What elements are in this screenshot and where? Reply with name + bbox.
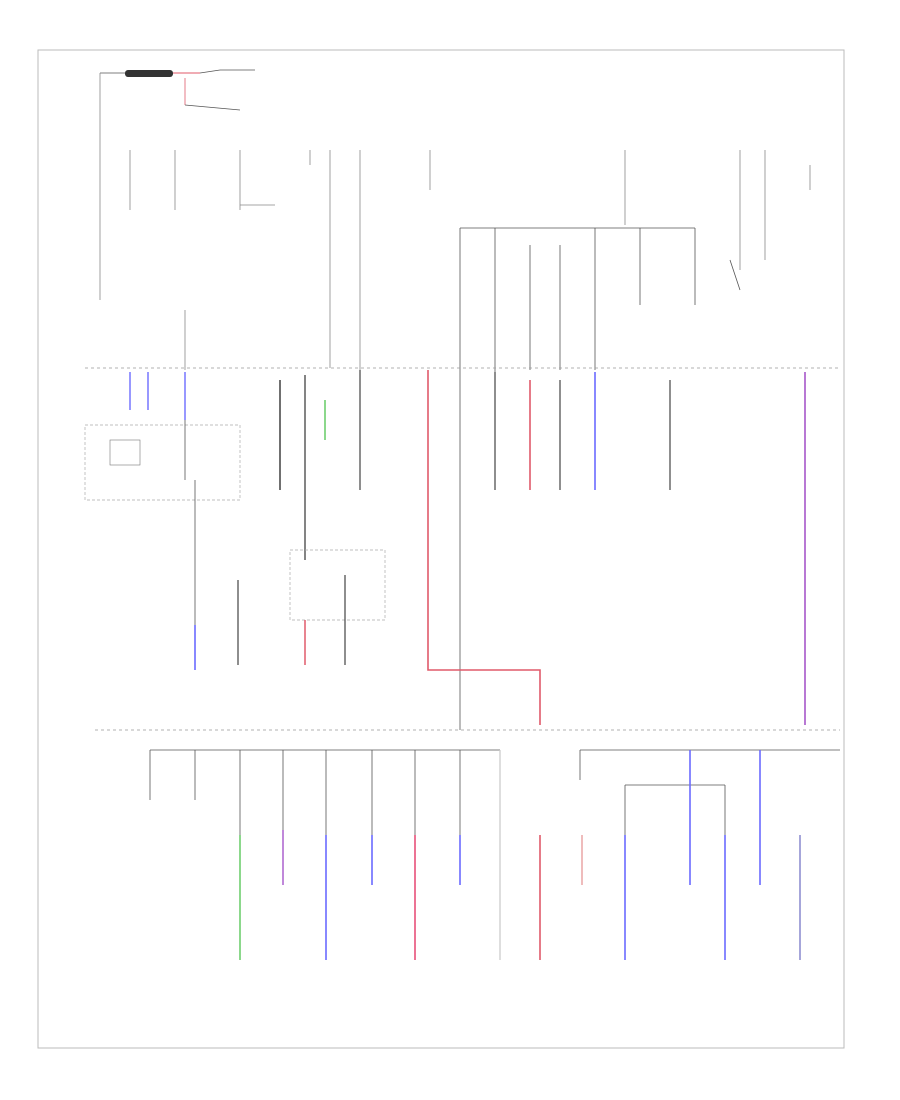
diagram-border bbox=[37, 49, 845, 1049]
lower-bus bbox=[150, 749, 840, 835]
fusible-link-icon bbox=[125, 70, 173, 77]
upper-fuse-row bbox=[129, 150, 811, 370]
middle-wiring bbox=[84, 370, 806, 725]
fusible-link-area bbox=[99, 69, 255, 300]
lower-load-wires bbox=[149, 750, 801, 960]
right-upper-bus bbox=[459, 227, 741, 730]
